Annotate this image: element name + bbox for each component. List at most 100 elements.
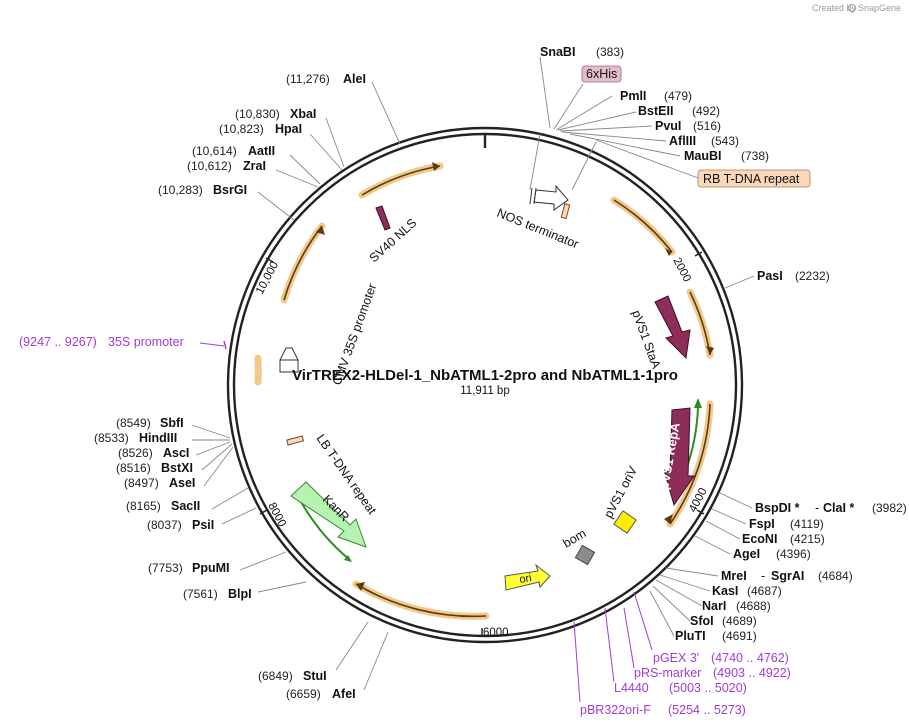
enzyme-mrei-sep: -: [761, 569, 765, 583]
enzyme-pmli-pos: (479): [664, 89, 692, 103]
enzyme-bsrgi-pos: (10,283): [158, 183, 203, 197]
primer-pbr322-label: pBR322ori-F: [580, 703, 651, 717]
enzyme-sbfi-pos: (8549): [116, 416, 151, 430]
primer-35s-pos: (9247 .. 9267): [19, 335, 97, 349]
orf-head-3: [706, 346, 714, 355]
enzyme-sfoi: SfoI: [690, 614, 714, 628]
enzyme-xbai: XbaI: [290, 107, 316, 121]
enzyme-afei: AfeI: [332, 687, 356, 701]
enzyme-blpi: BlpI: [228, 587, 252, 601]
enzyme-kasi-pos: (4687): [747, 584, 782, 598]
enzyme-snabi-pos: (383): [596, 45, 624, 59]
enzyme-ppumi: PpuMI: [192, 561, 230, 575]
his-tag-box: [581, 65, 622, 83]
primer-prs-pos: (4903 .. 4922): [713, 666, 791, 680]
primer-pgex-label: pGEX 3': [653, 651, 699, 665]
enzyme-agei-pos: (4396): [776, 547, 811, 561]
orf-head-1: [432, 162, 440, 171]
enzyme-econi: EcoNI: [742, 532, 777, 546]
enzyme-aatii-pos: (10,614): [192, 144, 237, 158]
enzyme-mrei: MreI: [721, 569, 747, 583]
primer-l4440-label: L4440: [614, 681, 649, 695]
snapgene-logo-icon: [848, 4, 856, 12]
enzyme-econi-pos: (4215): [790, 532, 825, 546]
enzyme-pluti: PluTI: [675, 629, 706, 643]
enzyme-maubi: MauBI: [684, 149, 722, 163]
credit-prefix: Created by: [812, 3, 857, 13]
enzyme-hpai-pos: (10,823): [219, 122, 264, 136]
enzyme-hindiii: HindIII: [139, 431, 177, 445]
green-orf-head-2: [344, 555, 352, 562]
tick-mark-2000: [694, 251, 703, 257]
orf-head-6: [316, 226, 325, 235]
pvs1-staa-label: pVS1 StaA: [629, 308, 663, 371]
ori-label: ori: [518, 572, 532, 586]
enzyme-maubi-pos: (738): [741, 149, 769, 163]
enzyme-zrai: ZraI: [243, 159, 266, 173]
bom-box: [574, 544, 596, 566]
enzyme-afliii: AflIII: [669, 134, 696, 148]
enzyme-asci: AscI: [163, 446, 189, 460]
enzyme-kasi: KasI: [712, 584, 738, 598]
enzyme-alei-pos: (11,276): [286, 72, 330, 86]
enzyme-pasi-pos: (2232): [795, 269, 830, 283]
green-orf-head-1: [694, 398, 702, 408]
enzyme-bsteii-pos: (492): [692, 104, 720, 118]
primer-pbr322-pos: (5254 .. 5273): [668, 703, 746, 717]
enzyme-nari: NarI: [702, 599, 726, 613]
enzyme-stui: StuI: [303, 669, 327, 683]
enzyme-sgrai: SgrAI: [771, 569, 804, 583]
enzyme-asei: AseI: [169, 476, 195, 490]
rb-tdna-label: RB T-DNA repeat: [703, 172, 800, 186]
enzyme-fspi-pos: (4119): [790, 517, 824, 531]
enzyme-xbai-pos: (10,830): [235, 107, 280, 121]
primer-prs-label: pRS-marker: [634, 666, 701, 680]
orf-head-4: [664, 514, 673, 524]
backbone-outer: [226, 126, 744, 644]
enzyme-bstxi: BstXI: [161, 461, 193, 475]
enzyme-blpi-pos: (7561): [183, 587, 218, 601]
enzyme-bspdi: BspDI *: [755, 501, 800, 515]
nos-terminator-arrow: [533, 184, 569, 211]
enzyme-clai-pos: (3982): [872, 501, 907, 515]
enzyme-pvui-pos: (516): [693, 119, 721, 133]
cmv-promoter-arrow: [279, 347, 299, 373]
enzyme-ppumi-pos: (7753): [148, 561, 183, 575]
enzyme-psii: PsiI: [192, 518, 214, 532]
tick-label-6000: 6000: [483, 627, 509, 639]
pvs1-repa-arrow: [663, 407, 695, 507]
plasmid-title: VirTREX2-HLDel-1_NbATML1-2pro and NbATML…: [292, 367, 678, 384]
enzyme-snabi: SnaBI: [540, 45, 575, 59]
orf-line-4: [669, 403, 711, 525]
enzyme-afliii-pos: (543): [711, 134, 739, 148]
sv40-nls-box: [375, 205, 391, 231]
enzyme-asci-pos: (8526): [118, 446, 153, 460]
enzyme-fspi: FspI: [749, 517, 775, 531]
primer-35s-label: 35S promoter: [108, 335, 184, 349]
ori-arrow: [504, 563, 551, 591]
tick-mark-10000: [265, 257, 274, 263]
orf-arc-1: [358, 162, 444, 199]
lb-tdna-box: [286, 435, 305, 446]
rb-tdna-box: [697, 169, 811, 188]
enzyme-afei-pos: (6659): [286, 687, 321, 701]
enzyme-stui-pos: (6849): [258, 669, 293, 683]
orf-line-2: [613, 199, 673, 253]
orf-line-5: [355, 583, 487, 618]
orf-head-2: [665, 248, 672, 256]
enzyme-clai: ClaI *: [823, 501, 854, 515]
his-tag-label: 6xHis: [586, 67, 617, 81]
green-orf-arc-2: [299, 499, 351, 561]
primer-pgex-pos: (4740 .. 4762): [711, 651, 789, 665]
sv40-nls-label: SV40 NLS: [367, 216, 420, 265]
tick-label-2000: 2000: [670, 256, 693, 284]
pvs1-oriv-label: pVS1 oriV: [601, 464, 640, 521]
orf-arc-6: [280, 222, 326, 304]
enzyme-pmli: PmlI: [620, 89, 646, 103]
orf-arc-3: [686, 288, 714, 359]
plasmid-length: 11,911 bp: [460, 385, 509, 397]
rb-inner-box: [560, 203, 571, 220]
enzyme-hindiii-pos: (8533): [94, 431, 129, 445]
enzyme-pasi: PasI: [757, 269, 783, 283]
